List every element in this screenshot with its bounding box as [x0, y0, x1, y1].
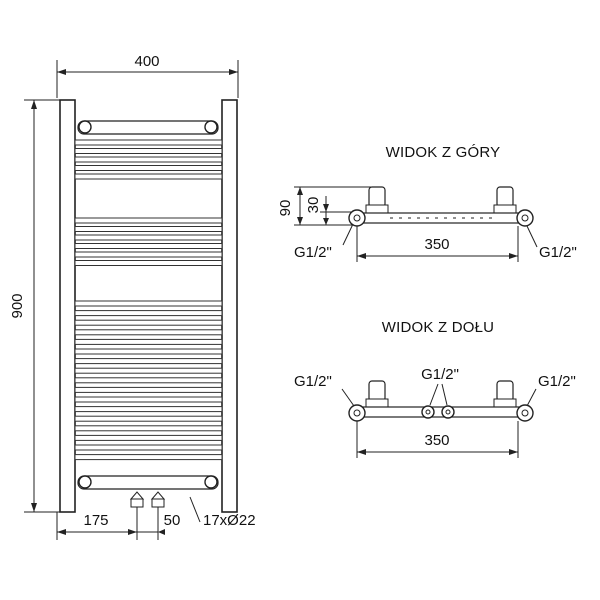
bottom-view: WIDOK Z DOŁU 350 G1/2" G1/2: [294, 319, 576, 458]
rung: [74, 148, 223, 154]
right-valve-icon: [150, 491, 166, 500]
width-label: 400: [134, 53, 159, 70]
rung: [74, 367, 223, 374]
rung: [74, 217, 223, 224]
rung: [74, 434, 223, 441]
top-span-label: 350: [424, 236, 449, 253]
top-right-connector-label: G1/2": [539, 244, 577, 261]
rung: [74, 358, 223, 365]
rung: [74, 300, 223, 307]
bottom-span-label: 350: [424, 432, 449, 449]
rung: [74, 348, 223, 355]
rung: [74, 319, 223, 326]
rung: [74, 444, 223, 451]
valve-spacing-label: 50: [164, 512, 181, 529]
top-bracket-bar: [77, 120, 219, 135]
rung: [74, 415, 223, 422]
rung: [74, 386, 223, 393]
offset-left-label: 175: [83, 512, 108, 529]
wall-brackets: [77, 120, 219, 490]
height-dimension: 900: [9, 99, 62, 513]
left-bracket-icon: [368, 186, 386, 208]
top-left-bracket-icon: [78, 120, 92, 134]
bottom-center-connector-label: G1/2": [421, 366, 459, 383]
top-view-body: [348, 186, 534, 227]
bottom-right-bracket-icon: [496, 380, 514, 402]
top-left-connector-label: G1/2": [294, 244, 332, 261]
depth-label: 90: [277, 200, 294, 217]
rung: [74, 226, 223, 232]
rung: [74, 165, 223, 171]
rung: [74, 377, 223, 384]
bottom-bracket-bar: [77, 475, 219, 490]
bottom-left-bracket-icon: [368, 380, 386, 402]
rung: [74, 139, 223, 146]
rung: [74, 234, 223, 241]
bottom-view-title: WIDOK Z DOŁU: [382, 319, 494, 336]
rung: [74, 260, 223, 266]
height-label: 900: [9, 293, 26, 318]
rung: [74, 454, 223, 461]
right-side-tube: [221, 99, 238, 513]
heating-rungs: [74, 139, 223, 461]
rung: [74, 156, 223, 163]
rung: [74, 251, 223, 258]
mount-label: 30: [305, 197, 322, 214]
bottom-dimensions: 175 50 17xØ22: [56, 496, 256, 540]
rung: [74, 310, 223, 317]
rung: [74, 243, 223, 249]
top-view-title: WIDOK Z GÓRY: [386, 144, 501, 161]
rung: [74, 406, 223, 413]
bottom-right-connector-label: G1/2": [538, 373, 576, 390]
rung: [74, 173, 223, 180]
top-span-dimension: 350: [356, 226, 519, 262]
tube-label: 17xØ22: [203, 512, 256, 529]
bottom-span-dimension: 350: [356, 421, 519, 458]
rung: [74, 396, 223, 403]
bottom-left-connector-label: G1/2": [294, 373, 332, 390]
rung: [74, 329, 223, 336]
rung: [74, 425, 223, 432]
left-valve-icon: [129, 491, 145, 500]
top-view: WIDOK Z GÓRY 90 30: [277, 144, 577, 262]
top-right-bracket-icon: [204, 120, 218, 134]
bottom-right-bracket-icon: [204, 475, 218, 489]
right-bracket-icon: [496, 186, 514, 208]
bottom-left-bracket-icon: [78, 475, 92, 489]
bottom-valves: [129, 491, 166, 508]
rung: [74, 338, 223, 345]
width-dimension: 400: [56, 53, 239, 98]
front-view: 400 900: [9, 53, 256, 540]
left-side-tube: [59, 99, 76, 513]
bottom-view-body: [348, 380, 534, 422]
